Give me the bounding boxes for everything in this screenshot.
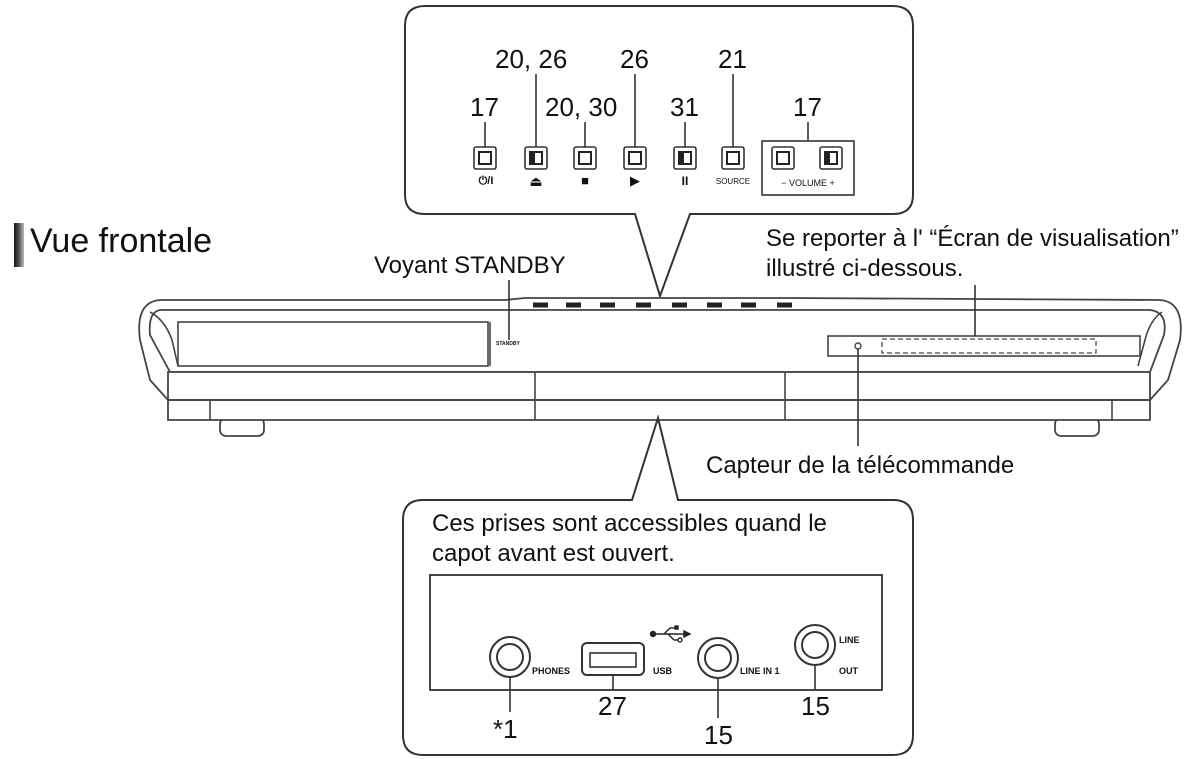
play-icon: ▶ bbox=[630, 173, 640, 188]
eject-button-ref: 20, 26 bbox=[495, 44, 568, 74]
display-window bbox=[827, 335, 1141, 357]
section-title: Vue frontale bbox=[30, 222, 213, 260]
phones-label: PHONES bbox=[532, 666, 571, 676]
eject-button[interactable] bbox=[524, 146, 548, 170]
disc-tray bbox=[177, 321, 489, 367]
volume-down-button[interactable] bbox=[771, 146, 795, 170]
standby-indicator bbox=[497, 340, 525, 346]
usb-icon bbox=[649, 625, 692, 643]
standby-callout: Voyant STANDBY bbox=[374, 252, 566, 279]
line-out-label-top: LINE bbox=[839, 635, 860, 645]
source-label: SOURCE bbox=[715, 177, 751, 186]
phones-jack bbox=[489, 636, 531, 678]
line-in-label: LINE IN 1 bbox=[740, 666, 780, 676]
usb-label: USB bbox=[653, 666, 673, 676]
source-button[interactable] bbox=[721, 146, 745, 170]
play-button-ref: 26 bbox=[620, 44, 649, 74]
display-callout: Se reporter à l' “Écran de visualisation… bbox=[766, 225, 1179, 282]
top-leader-lines bbox=[484, 74, 809, 147]
pause-icon: II bbox=[681, 174, 689, 188]
section-marker-bar bbox=[14, 223, 24, 267]
line-in-jack bbox=[697, 637, 739, 679]
line-in-ref: 15 bbox=[704, 720, 733, 750]
phones-ref: *1 bbox=[493, 714, 518, 744]
volume-label: − VOLUME + bbox=[781, 178, 835, 188]
remote-sensor-callout: Capteur de la télécommande bbox=[706, 452, 1015, 479]
stop-icon: ■ bbox=[581, 173, 589, 188]
power-button[interactable] bbox=[473, 146, 497, 170]
standby-tiny-label: STANDBY bbox=[496, 341, 520, 347]
volume-up-button[interactable] bbox=[819, 146, 843, 170]
play-button[interactable] bbox=[623, 146, 647, 170]
device-body bbox=[138, 297, 1182, 437]
pause-button[interactable] bbox=[673, 146, 697, 170]
stop-button-ref: 20, 30 bbox=[545, 92, 618, 122]
usb-port bbox=[581, 642, 645, 676]
jacks-note: Ces prises sont accessibles quand le cap… bbox=[432, 510, 827, 567]
line-out-ref: 15 bbox=[801, 691, 830, 721]
eject-icon: ⏏ bbox=[529, 173, 543, 189]
line-out-label-bottom: OUT bbox=[839, 666, 858, 676]
remote-sensor bbox=[854, 342, 862, 350]
power-button-ref: 17 bbox=[470, 92, 499, 122]
line-out-jack bbox=[794, 624, 836, 666]
display-screen bbox=[881, 338, 1097, 354]
usb-ref: 27 bbox=[598, 691, 627, 721]
volume-ref: 17 bbox=[793, 92, 822, 122]
pause-button-ref: 31 bbox=[670, 92, 699, 122]
source-button-ref: 21 bbox=[718, 44, 747, 74]
top-callout-bubble bbox=[404, 5, 914, 300]
power-icon: ⏻/I bbox=[478, 175, 494, 187]
stop-button[interactable] bbox=[573, 146, 597, 170]
